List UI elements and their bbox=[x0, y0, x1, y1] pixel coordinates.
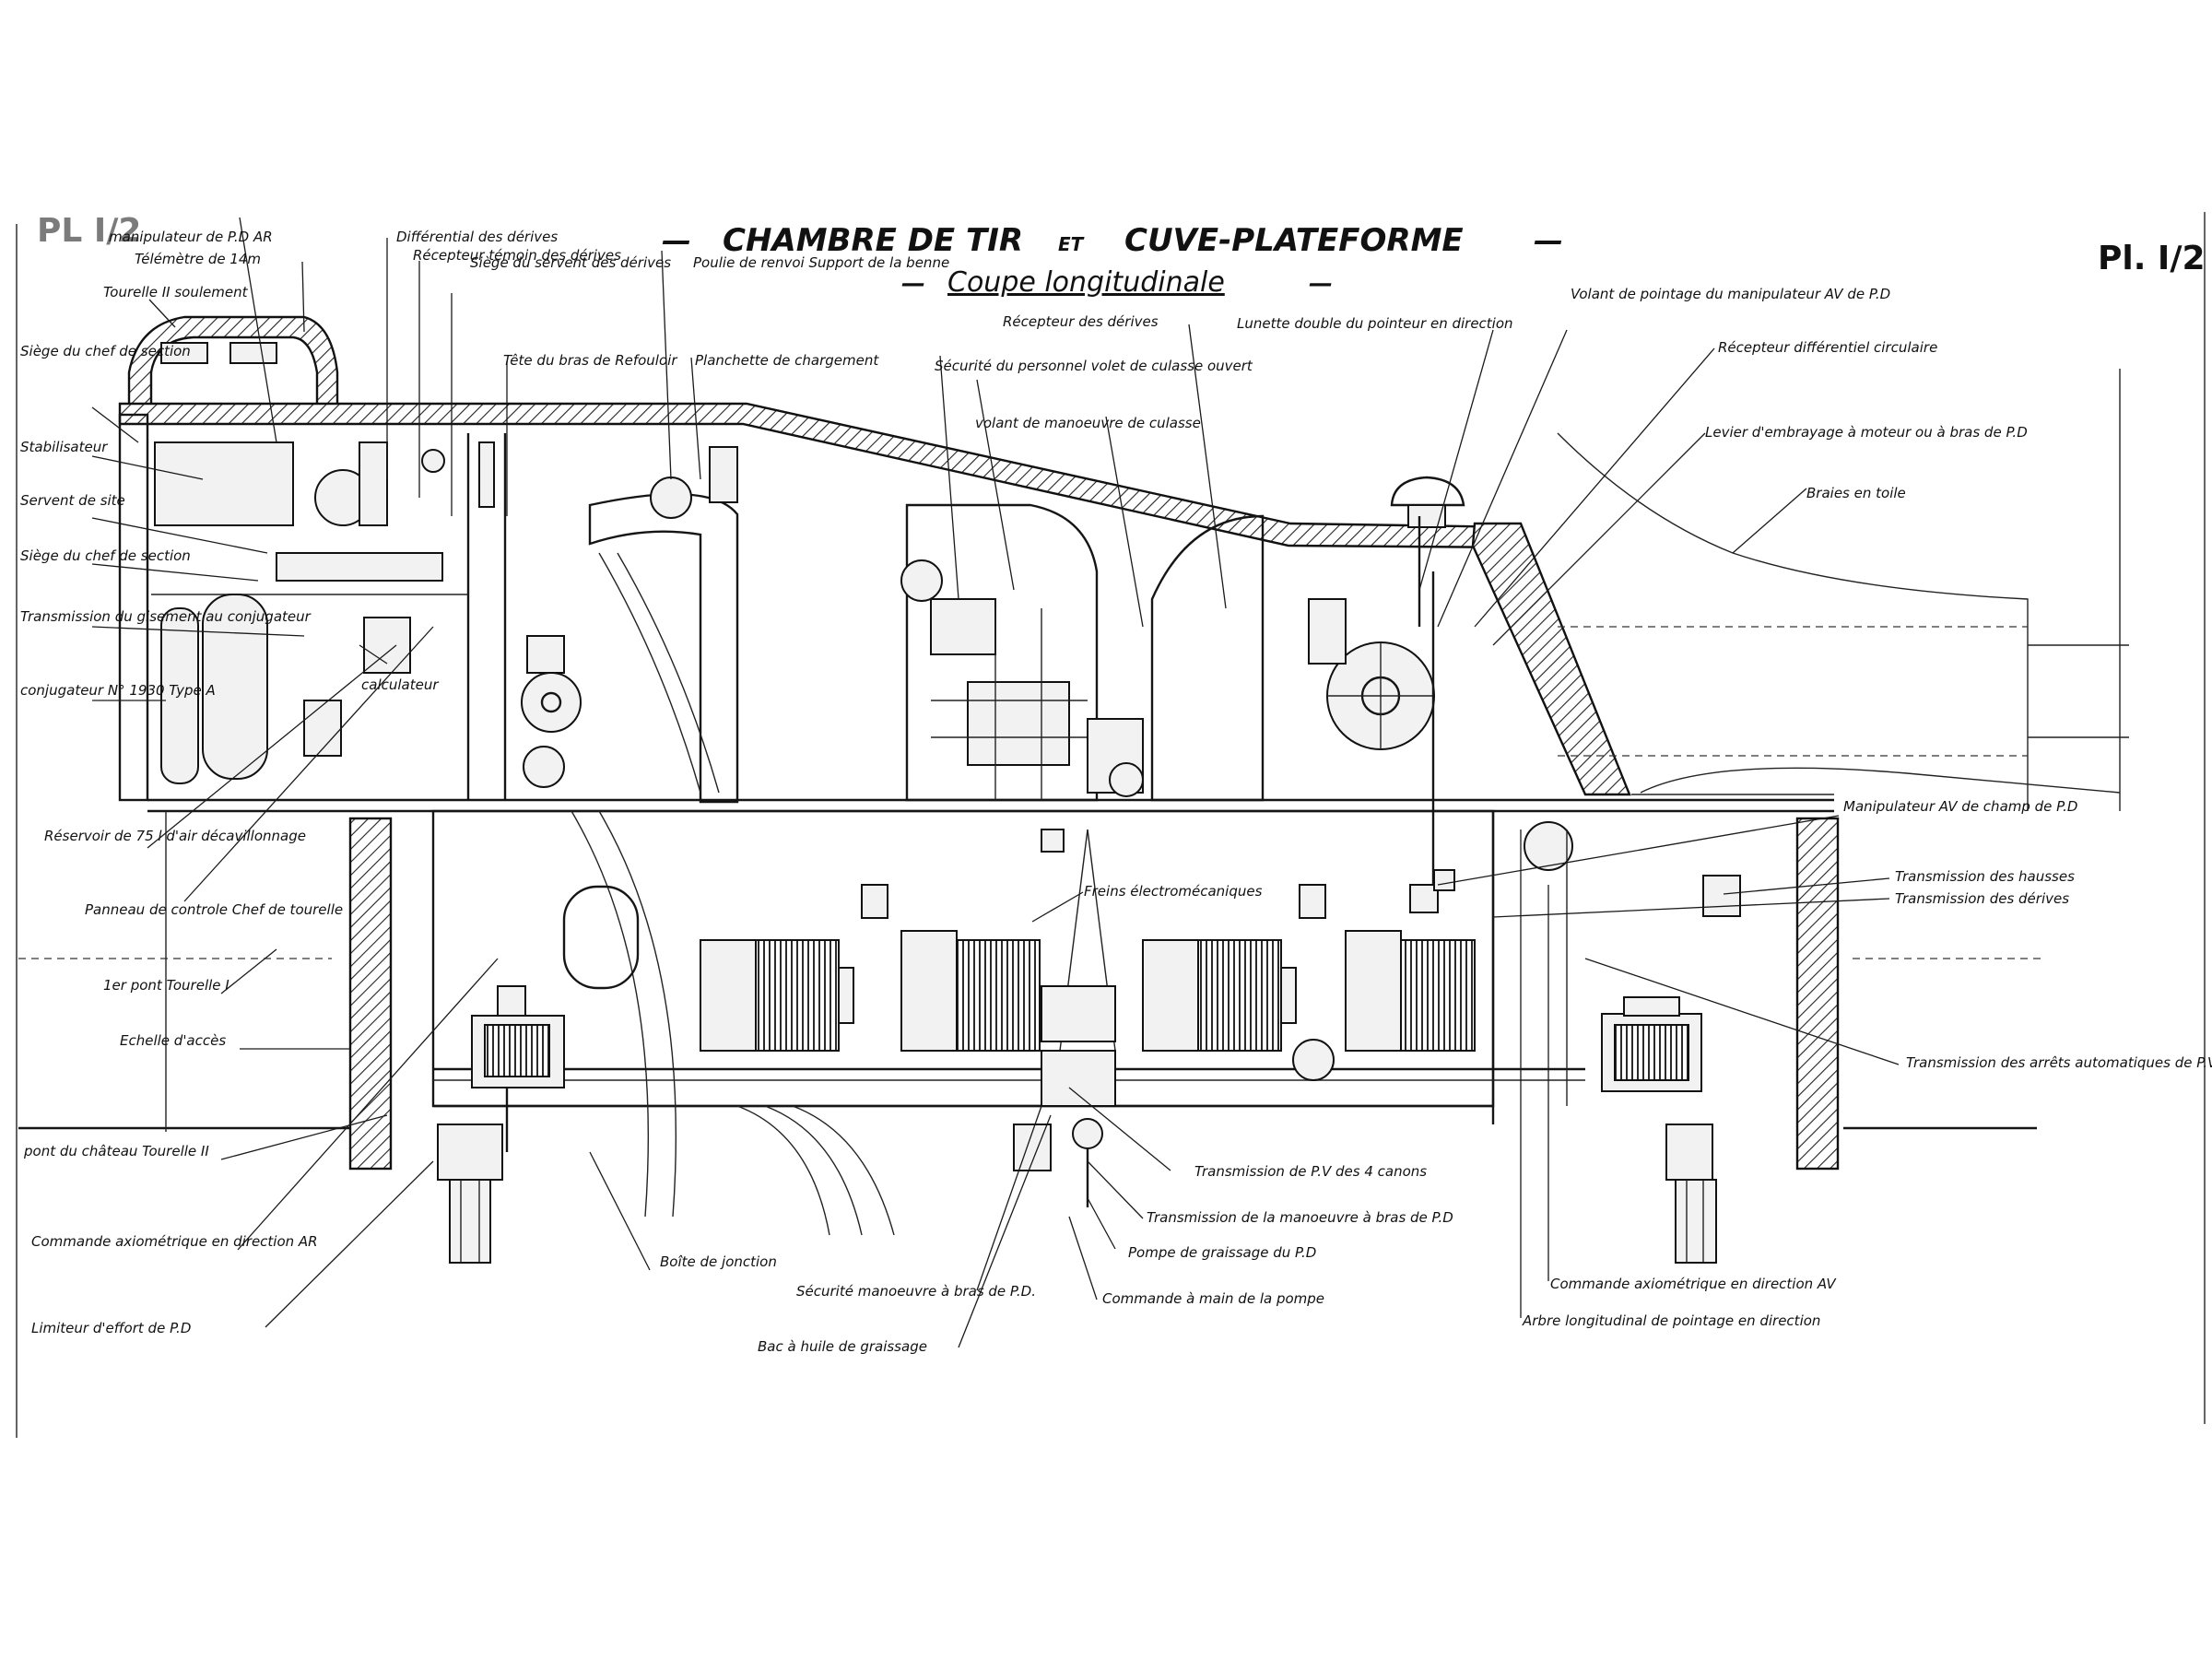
header: PL I/2 — CHAMBRE DE TIR ET CUVE-PLATEFOR… bbox=[37, 212, 2206, 299]
label-tete-bras-refouloir: Tête du bras de Refouloir bbox=[503, 352, 677, 369]
label-boite-jonction: Boîte de jonction bbox=[660, 1253, 777, 1270]
label-transmission-pv-4-canons: Transmission de P.V des 4 canons bbox=[1194, 1163, 1427, 1180]
title-et: ET bbox=[1058, 233, 1085, 255]
leader-lines bbox=[91, 217, 1900, 1348]
label-pompe-graissage-pd: Pompe de graissage du P.D bbox=[1128, 1244, 1316, 1261]
label-levier-embrayage: Levier d'embrayage à moteur ou à bras de… bbox=[1705, 424, 2028, 441]
subtitle: Coupe longitudinale bbox=[947, 266, 1225, 299]
label-volant-manoeuvre-culasse: volant de manoeuvre de culasse bbox=[975, 415, 1201, 431]
label-transmission-manoeuvre-bras-pd: Transmission de la manoeuvre à bras de P… bbox=[1147, 1209, 1453, 1226]
label-calculateur: calculateur bbox=[361, 677, 439, 693]
label-pont-chateau: pont du château Tourelle II bbox=[23, 1143, 209, 1159]
label-recepteur-derives: Récepteur des dérives bbox=[1003, 313, 1159, 330]
label-stabilisateur: Stabilisateur bbox=[20, 439, 108, 455]
label-securite-personnel: Sécurité du personnel volet de culasse o… bbox=[935, 358, 1253, 374]
label-reservoir-air: Réservoir de 75 l d'air décavillonnage bbox=[44, 828, 306, 844]
label-conjugateur: conjugateur N° 1930 Type A bbox=[20, 682, 216, 699]
label-volant-pointage-manipulateur: Volant de pointage du manipulateur AV de… bbox=[1571, 286, 1890, 302]
label-freins-electromecaniques: Freins électromécaniques bbox=[1084, 883, 1263, 900]
label-panneau-controle: Panneau de controle Chef de tourelle bbox=[85, 901, 343, 918]
label-arbre-longitudinal: Arbre longitudinal de pointage en direct… bbox=[1522, 1312, 1820, 1329]
subtitle-dash-left: — bbox=[901, 270, 925, 298]
label-planchette-chargement: Planchette de chargement bbox=[695, 352, 879, 369]
label-manipulateur-av-champ: Manipulateur AV de champ de P.D bbox=[1843, 798, 2077, 815]
plate-number-top-left: PL I/2 bbox=[37, 212, 141, 250]
label-bac-huile: Bac à huile de graissage bbox=[758, 1338, 927, 1355]
label-siege-chef-section-2: Siège du chef de section bbox=[20, 547, 191, 564]
label-braies-en-toile: Braies en toile bbox=[1806, 485, 1906, 501]
label-pont-tourelle-i: 1er pont Tourelle I bbox=[103, 977, 229, 994]
label-commande-axiometrique-av: Commande axiométrique en direction AV bbox=[1550, 1276, 1837, 1292]
labels: manipulateur de P.D AR Télémètre de 14m … bbox=[20, 229, 2212, 1355]
label-commande-main-pompe: Commande à main de la pompe bbox=[1102, 1290, 1324, 1307]
label-transmission-arrets-auto: Transmission des arrêts automatiques de … bbox=[1906, 1054, 2212, 1071]
label-siege-servent-derives: Siège du servent des dérives bbox=[470, 254, 671, 271]
firing-chamber-structure bbox=[118, 315, 2129, 913]
label-recepteur-temoin-derives: Récepteur témoin des dérives bbox=[413, 247, 621, 264]
platform-structure bbox=[18, 809, 2046, 1264]
label-recepteur-differentiel-circulaire: Récepteur différentiel circulaire bbox=[1718, 339, 1937, 356]
label-manipulateur-pd-ar: manipulateur de P.D AR bbox=[109, 229, 273, 245]
label-echelle-acces: Echelle d'accès bbox=[120, 1032, 226, 1049]
subtitle-dash-right: — bbox=[1309, 270, 1333, 298]
label-lunette-double-pointeur: Lunette double du pointeur en direction bbox=[1237, 315, 1513, 332]
label-servent-site: Servent de site bbox=[20, 492, 125, 509]
label-tourelle-ii-soulement: Tourelle II soulement bbox=[103, 284, 249, 300]
label-telemetre-14m: Télémètre de 14m bbox=[135, 251, 261, 267]
label-siege-chef-section: Siège du chef de section bbox=[20, 343, 191, 359]
label-transmission-hausses: Transmission des hausses bbox=[1895, 868, 2075, 885]
title-chambre-de-tir: CHAMBRE DE TIR bbox=[723, 222, 1023, 259]
label-transmission-derives: Transmission des dérives bbox=[1895, 890, 2069, 907]
label-poulie-renvoi: Poulie de renvoi Support de la benne bbox=[693, 254, 949, 271]
label-securite-manoeuvre-bras: Sécurité manoeuvre à bras de P.D. bbox=[796, 1283, 1036, 1300]
title-dash-right: — bbox=[1534, 223, 1563, 258]
sheet-frame bbox=[16, 212, 2206, 1438]
plate-number-top-right: Pl. I/2 bbox=[2098, 240, 2206, 277]
label-differential-derives: Différential des dérives bbox=[396, 229, 558, 245]
title-dash-left: — bbox=[662, 223, 691, 258]
label-commande-axiometrique-ar: Commande axiométrique en direction AR bbox=[31, 1233, 318, 1250]
label-transmission-gisement: Transmission du gisement au conjugateur bbox=[20, 608, 312, 625]
label-limiteur-effort: Limiteur d'effort de P.D bbox=[31, 1320, 191, 1336]
title-cuve-plateforme: CUVE-PLATEFORME bbox=[1124, 222, 1464, 259]
